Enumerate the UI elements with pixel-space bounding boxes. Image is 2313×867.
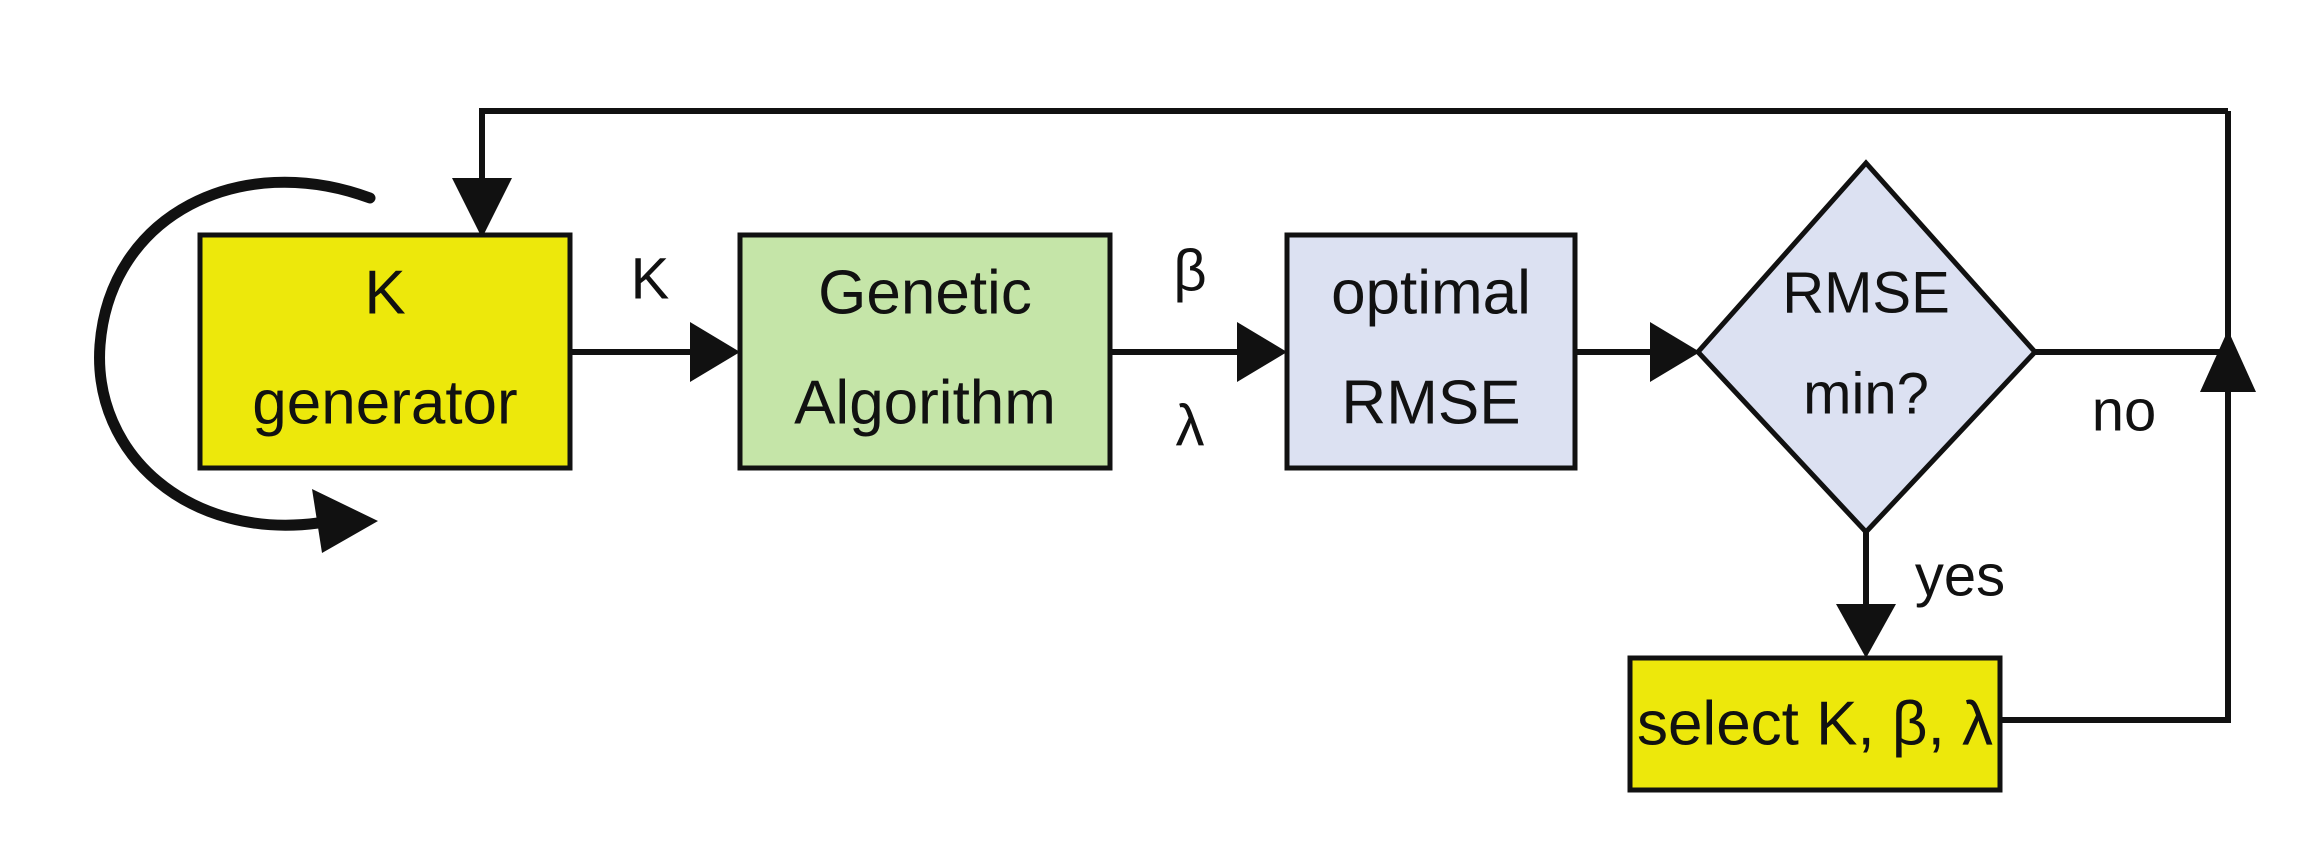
beta-lambda-edge-arrowhead-icon: [1237, 322, 1287, 382]
k-generator-box[interactable]: [197, 232, 573, 471]
yes-arrowhead-icon: [1836, 604, 1896, 658]
rmse-to-decision-arrowhead-icon: [1650, 322, 1700, 382]
k-generator-label-line1: K: [364, 258, 405, 327]
genetic-algorithm-box[interactable]: [737, 232, 1113, 471]
edge-right-riser: [2200, 111, 2256, 720]
edge-genetic-algorithm-to-optimal-rmse: [1110, 322, 1287, 382]
edge-select-to-k-generator-feedback: [452, 108, 2228, 238]
rmse-min-label-line1: RMSE: [1782, 260, 1950, 325]
optimal-rmse-label-line1: optimal: [1331, 258, 1531, 327]
optimal-rmse-box[interactable]: [1284, 232, 1578, 471]
feedback-line-path: [479, 108, 2228, 212]
edge-label-k: K: [631, 246, 670, 311]
node-k-generator[interactable]: K generator: [197, 232, 573, 471]
genetic-algorithm-label-line2: Algorithm: [794, 368, 1056, 437]
optimal-rmse-label-line2: RMSE: [1341, 368, 1520, 437]
edge-label-beta: β: [1173, 238, 1206, 303]
node-rmse-min-decision[interactable]: RMSE min?: [1694, 159, 2039, 536]
edge-decision-yes: [1836, 530, 1896, 658]
edge-optimal-rmse-to-decision: [1575, 322, 1700, 382]
k-edge-arrowhead-icon: [690, 322, 740, 382]
rmse-min-diamond[interactable]: [1694, 159, 2039, 536]
self-loop-path: [94, 176, 376, 531]
edge-k-generator-to-genetic-algorithm: [570, 322, 740, 382]
node-optimal-rmse[interactable]: optimal RMSE: [1284, 232, 1578, 471]
select-params-label: select K, β, λ: [1637, 689, 1993, 758]
feedback-arrowhead-icon: [452, 178, 512, 238]
self-loop-arrowhead-icon: [312, 489, 378, 553]
edge-label-lambda: λ: [1176, 393, 1205, 458]
edge-self-loop: [94, 176, 378, 553]
node-genetic-algorithm[interactable]: Genetic Algorithm: [737, 232, 1113, 471]
genetic-algorithm-label-line1: Genetic: [818, 258, 1032, 327]
edge-label-no: no: [2092, 378, 2157, 443]
rmse-min-label-line2: min?: [1803, 361, 1929, 426]
k-generator-label-line2: generator: [252, 368, 517, 437]
node-select-params[interactable]: select K, β, λ: [1627, 655, 2003, 793]
select-params-box[interactable]: [1627, 655, 2003, 793]
riser-arrowhead-icon: [2200, 330, 2256, 392]
edge-label-yes: yes: [1915, 543, 2005, 608]
